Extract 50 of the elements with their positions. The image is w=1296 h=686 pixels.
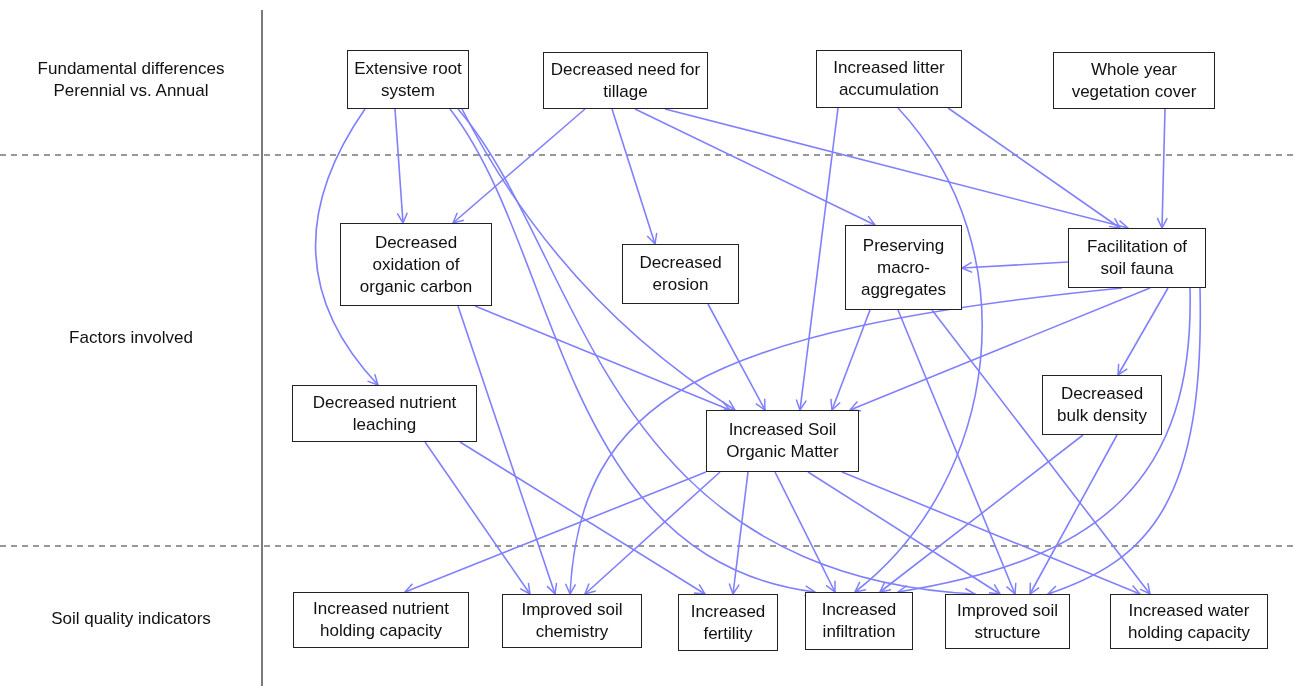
factor-box: Extensive root system — [347, 50, 469, 109]
arrow — [830, 309, 871, 411]
arrow — [404, 471, 707, 594]
arrow — [841, 471, 1141, 596]
row-label: Soil quality indicators — [50, 608, 212, 630]
arrow — [584, 471, 721, 595]
arrow — [1029, 434, 1118, 595]
arrow — [634, 108, 876, 226]
factor-box: Preserving macro-aggregates — [845, 225, 962, 310]
arrow — [457, 305, 558, 595]
factor-box: Decreased nutrient leaching — [292, 385, 477, 442]
factor-box: Increased nutrient holding capacity — [293, 592, 469, 648]
arrow — [849, 287, 1151, 412]
arrow — [611, 108, 658, 245]
arrow — [774, 471, 836, 593]
arrow — [931, 309, 1151, 595]
arrow — [1156, 108, 1168, 229]
arrow — [795, 107, 839, 411]
arrow — [961, 261, 1069, 274]
arrow — [1117, 287, 1169, 376]
factor-box: Decreased need for tillage — [543, 52, 708, 109]
factor-box: Improved soil structure — [945, 594, 1070, 649]
arrow — [452, 108, 586, 224]
factor-box: Whole year vegetation cover — [1053, 52, 1215, 109]
arrow — [854, 107, 983, 593]
arrow — [807, 471, 1001, 595]
arrow — [1047, 287, 1201, 596]
row-label: Factors involved — [68, 327, 194, 349]
arrow — [879, 434, 1084, 593]
arrow — [394, 108, 409, 224]
factor-box: Increased infiltration — [805, 592, 913, 650]
row-label: Fundamental differences Perennial vs. Annual — [36, 58, 226, 102]
arrow — [459, 441, 706, 595]
arrow — [461, 108, 736, 411]
factor-box: Increased fertility — [678, 594, 778, 651]
factor-box: Increased water holding capacity — [1110, 594, 1268, 649]
arrow — [947, 107, 1121, 229]
arrow — [897, 309, 1017, 595]
arrow — [314, 108, 379, 386]
factor-box: Facilitation of soil fauna — [1068, 228, 1206, 288]
arrow — [728, 471, 749, 595]
factor-box: Decreased bulk density — [1042, 375, 1162, 435]
factor-box: Decreased oxidation of organic carbon — [340, 223, 492, 306]
arrow — [474, 305, 731, 412]
factor-box: Improved soil chemistry — [502, 594, 642, 648]
factor-box: Increased Soil Organic Matter — [706, 410, 859, 472]
arrow — [707, 303, 766, 411]
factor-box: Increased litter accumulation — [816, 50, 962, 108]
arrow — [424, 441, 531, 595]
factor-box: Decreased erosion — [622, 244, 739, 304]
